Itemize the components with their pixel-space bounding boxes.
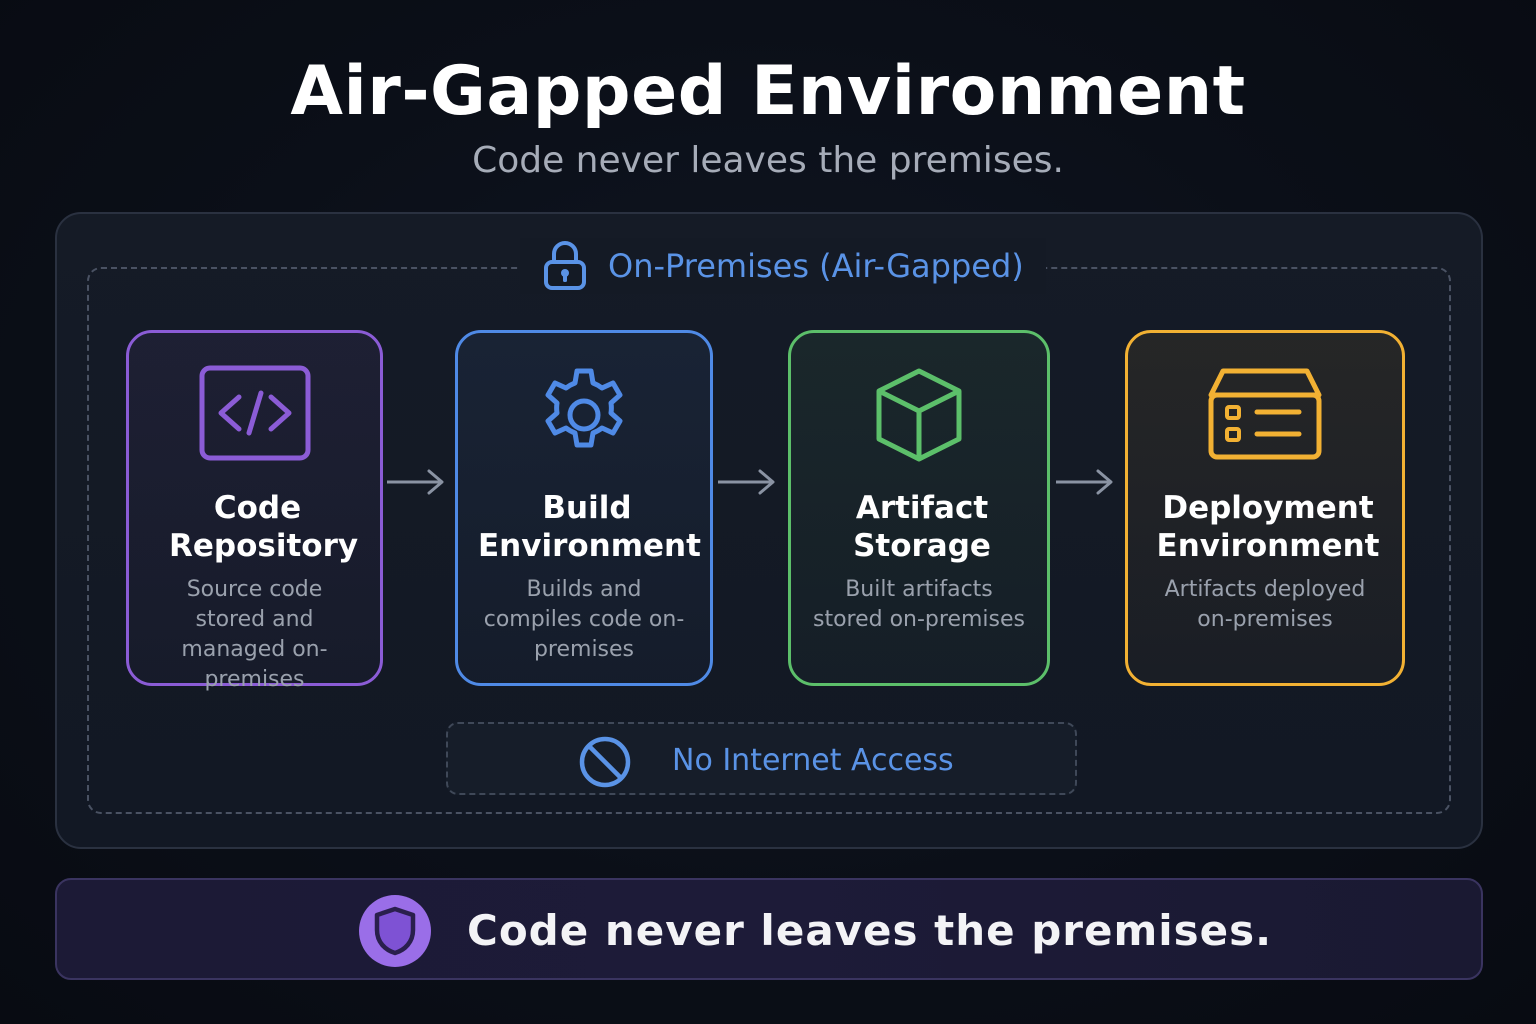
stage-deployment-environment: Deployment Environment Artifacts deploye…	[1125, 330, 1405, 686]
arrow-right-icon	[718, 469, 775, 495]
gear-icon	[545, 368, 623, 448]
stage-name: Code Repository	[169, 490, 359, 564]
page-title: Air-Gapped Environment	[290, 52, 1246, 131]
code-icon	[199, 365, 310, 461]
stage-description: Builds and compiles code on-premises	[483, 577, 685, 662]
no-internet-badge: No Internet Access	[446, 722, 1077, 795]
server-icon	[1208, 368, 1322, 460]
zone-label-text: On-Premises (Air-Gapped)	[608, 247, 1024, 285]
footer-banner: Code never leaves the premises.	[55, 878, 1483, 980]
stage-name: Artifact Storage	[853, 490, 991, 564]
no-internet-label: No Internet Access	[672, 743, 954, 778]
arrow-right-icon	[1056, 469, 1113, 495]
shield-badge	[359, 895, 431, 967]
footer-text: Code never leaves the premises.	[467, 906, 1273, 955]
stage-name: Deployment Environment	[1156, 490, 1380, 564]
stage-build-environment: Build Environment Builds and compiles co…	[455, 330, 713, 686]
cube-icon	[876, 368, 962, 462]
stage-name: Build Environment	[478, 490, 701, 564]
ban-icon	[579, 736, 631, 788]
zone-label: On-Premises (Air-Gapped)	[520, 238, 1046, 294]
stage-description: Built artifacts stored on-premises	[812, 577, 1025, 632]
shield-icon	[374, 906, 416, 956]
arrow-right-icon	[387, 469, 444, 495]
page-subtitle: Code never leaves the premises.	[472, 140, 1064, 181]
lock-icon	[544, 241, 586, 290]
stage-description: Artifacts deployed on-premises	[1164, 577, 1366, 632]
stage-artifact-storage: Artifact Storage Built artifacts stored …	[788, 330, 1050, 686]
stage-code-repository: Code Repository Source code stored and m…	[126, 330, 383, 692]
stage-description: Source code stored and managed on-premis…	[181, 577, 328, 692]
